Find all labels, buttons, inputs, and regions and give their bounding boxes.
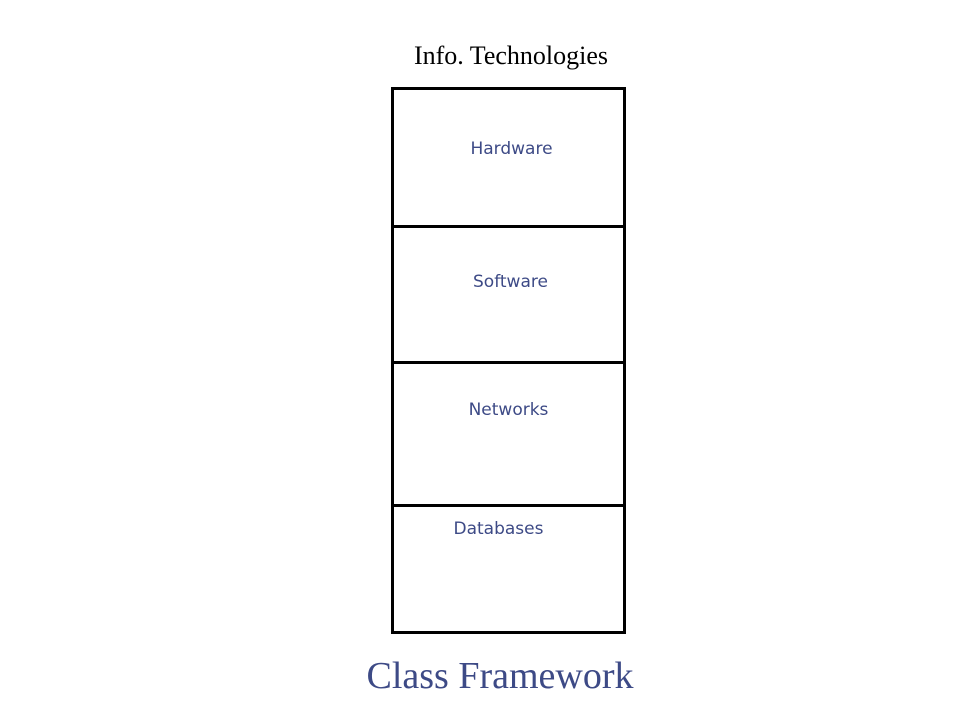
layer-networks: Networks — [394, 361, 623, 507]
diagram-caption: Class Framework — [366, 655, 634, 697]
layer-software: Software — [394, 225, 623, 364]
layer-databases: Databases — [394, 504, 623, 631]
layer-label-hardware: Hardware — [470, 139, 553, 159]
layer-stack: Hardware Software Networks Databases — [391, 87, 626, 634]
diagram-heading: Info. Technologies — [413, 41, 609, 70]
layer-hardware: Hardware — [394, 90, 623, 228]
layer-label-networks: Networks — [468, 400, 549, 420]
layer-label-software: Software — [473, 272, 548, 292]
layer-label-databases: Databases — [453, 519, 544, 539]
